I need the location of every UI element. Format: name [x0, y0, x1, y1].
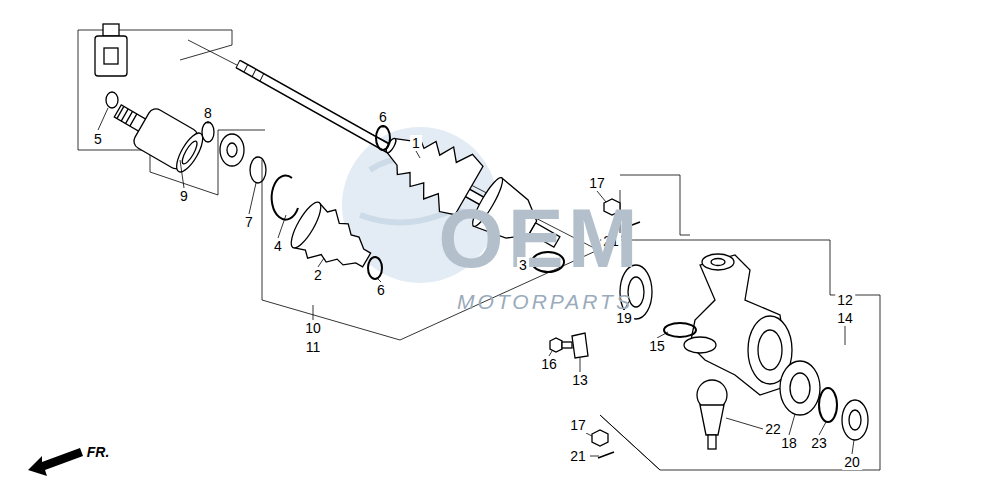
callout-number: 1	[410, 135, 422, 151]
callout-number: 12	[835, 292, 855, 308]
callout-number: 13	[570, 372, 590, 388]
direction-label: FR.	[85, 444, 112, 460]
watermark: MOTORPARTS	[455, 294, 635, 310]
callout-number: 9	[178, 188, 190, 204]
callout-number: 4	[272, 238, 284, 254]
callout-number: 18	[779, 435, 799, 451]
callout-number: 6	[377, 109, 389, 125]
callout-number: 10	[303, 320, 323, 336]
callout-number: 17	[587, 175, 607, 191]
callout-number: 8	[202, 105, 214, 121]
callout-number: 2	[312, 267, 324, 283]
callout-number: 11	[304, 339, 323, 355]
callout-number: 21	[568, 448, 588, 464]
callout-number: 23	[809, 435, 829, 451]
callout-number: 6	[375, 282, 387, 298]
callout-number: 7	[243, 214, 255, 230]
callout-number: 19	[614, 310, 634, 326]
callout-number: 15	[647, 338, 667, 354]
callout-number: 14	[835, 310, 855, 326]
callout-number: 17	[568, 417, 588, 433]
watermark: OEM	[436, 196, 643, 280]
callout-number: 3	[517, 257, 529, 273]
callout-number: 20	[842, 454, 862, 470]
callout-number: 16	[539, 356, 559, 372]
callout-number: 5	[92, 131, 104, 147]
